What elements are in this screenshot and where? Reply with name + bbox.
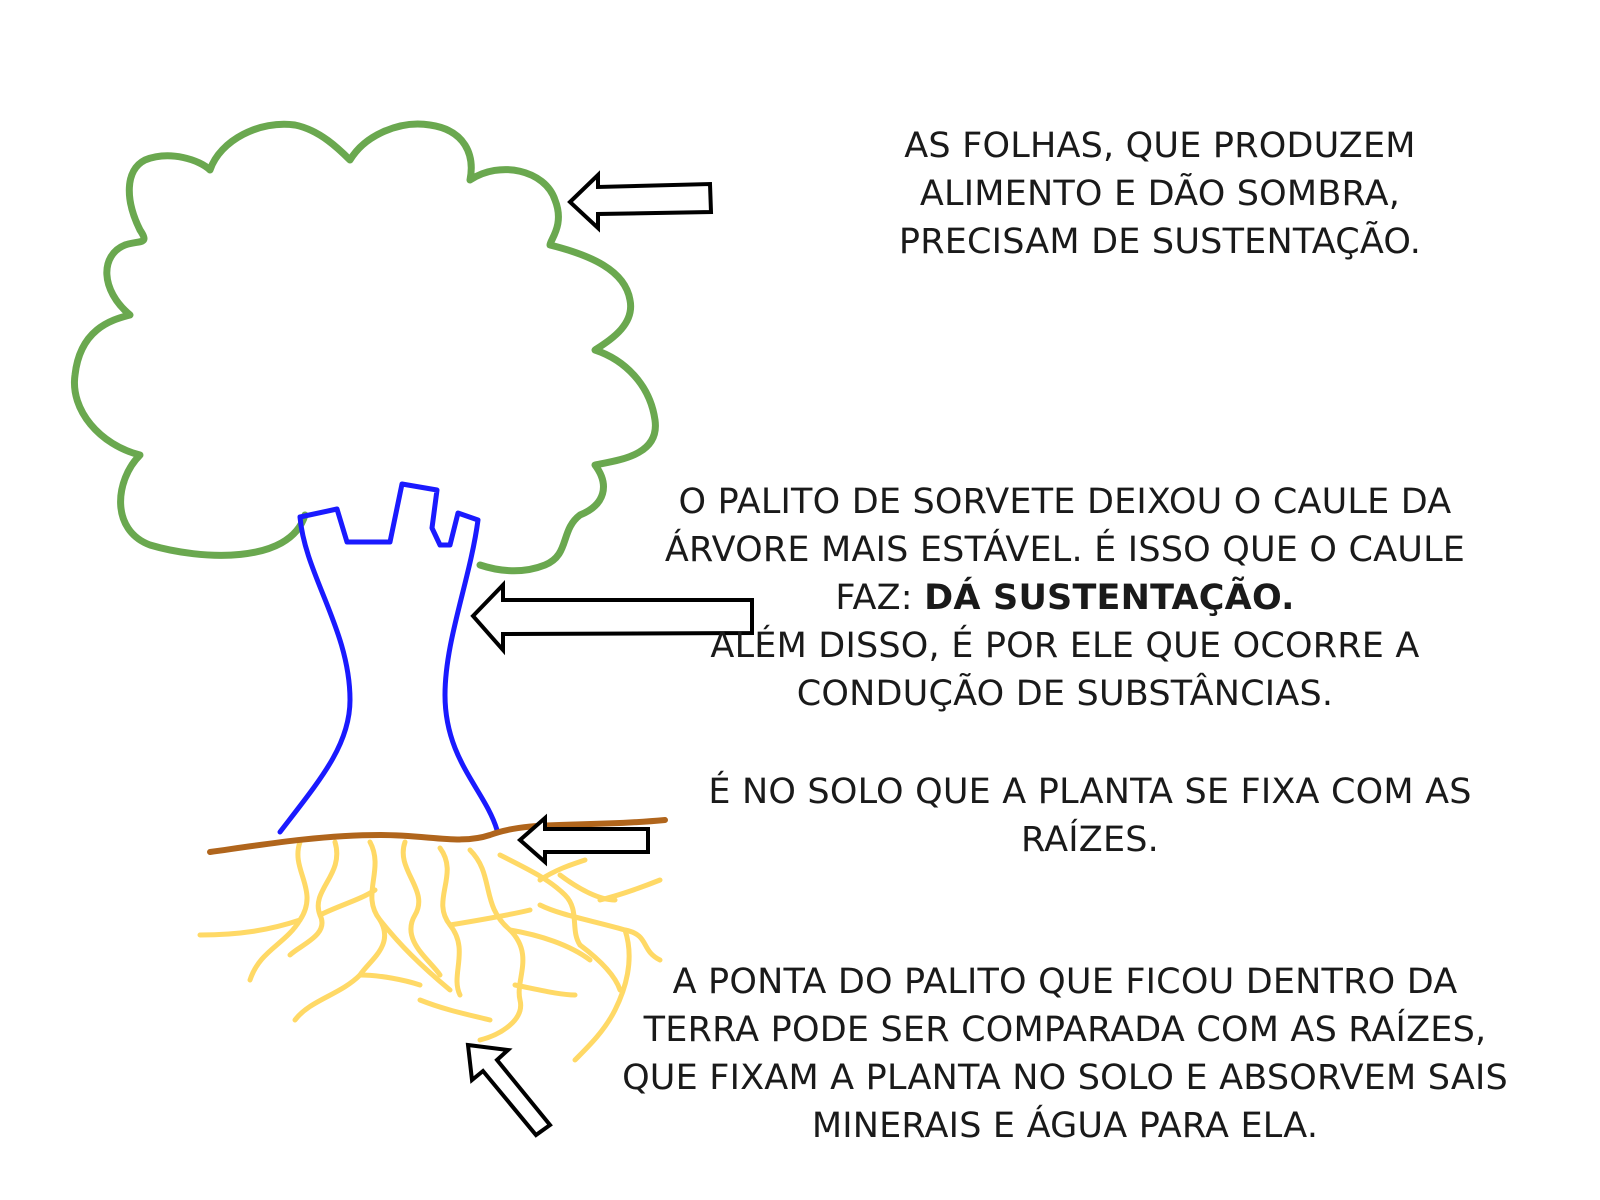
arrow-up-left-icon [465, 1042, 553, 1138]
caption-soil-line: RAÍZES. [1021, 820, 1159, 860]
caption-stem: O PALITO DE SORVETE DEIXOU O CAULE DA ÁR… [645, 478, 1485, 718]
caption-stem-line: ALÉM DISSO, É POR ELE QUE OCORRE A [710, 626, 1420, 666]
caption-roots-line: A PONTA DO PALITO QUE FICOU DENTRO DA [672, 962, 1458, 1002]
roots-drawing [197, 839, 663, 1063]
caption-roots-line: TERRA PODE SER COMPARADA COM AS RAÍZES, [643, 1010, 1487, 1050]
caption-leaves-line: ALIMENTO E DÃO SOMBRA, [919, 174, 1401, 214]
caption-stem-line: O PALITO DE SORVETE DEIXOU O CAULE DA [678, 482, 1452, 522]
caption-roots-line: QUE FIXAM A PLANTA NO SOLO E ABSORVEM SA… [622, 1058, 1508, 1098]
caption-soil-line: É NO SOLO QUE A PLANTA SE FIXA COM AS [708, 772, 1472, 812]
caption-stem-emphasis: DÁ SUSTENTAÇÃO. [924, 578, 1295, 618]
arrow-left-icon [516, 813, 650, 867]
caption-roots-line: MINERAIS E ÁGUA PARA ELA. [811, 1106, 1319, 1146]
caption-stem-line: CONDUÇÃO DE SUBSTÂNCIAS. [796, 674, 1334, 714]
caption-stem-line: FAZ: DÁ SUSTENTAÇÃO. [645, 574, 1485, 622]
caption-stem-line: ÁRVORE MAIS ESTÁVEL. É ISSO QUE O CAULE [664, 530, 1466, 570]
caption-roots: A PONTA DO PALITO QUE FICOU DENTRO DA TE… [600, 958, 1530, 1150]
arrow-left-icon [567, 170, 714, 233]
soil-line [207, 817, 668, 855]
arrow-left-icon [470, 580, 754, 656]
caption-leaves-line: PRECISAM DE SUSTENTAÇÃO. [898, 222, 1422, 262]
stem-trunk [277, 481, 500, 835]
caption-leaves: AS FOLHAS, QUE PRODUZEM ALIMENTO E DÃO S… [880, 122, 1440, 266]
leaves-canopy [70, 120, 659, 575]
caption-stem-prefix: FAZ: [835, 578, 925, 618]
caption-leaves-line: AS FOLHAS, QUE PRODUZEM [904, 126, 1416, 166]
caption-soil: É NO SOLO QUE A PLANTA SE FIXA COM AS RA… [690, 768, 1490, 864]
